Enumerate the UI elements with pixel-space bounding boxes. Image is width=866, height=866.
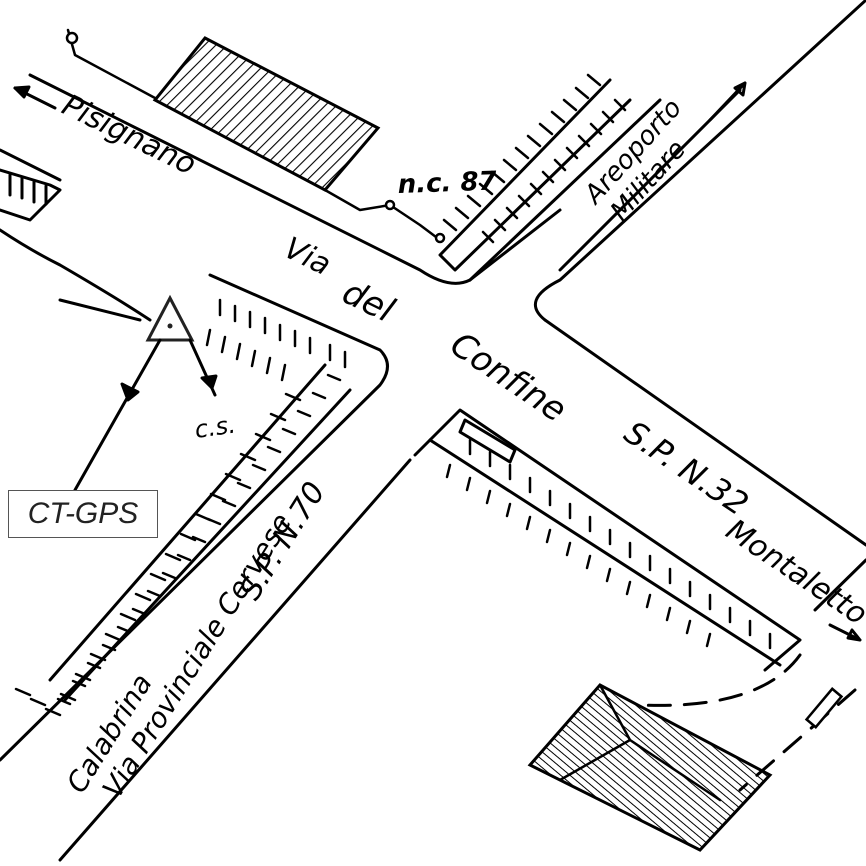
gate-post	[804, 687, 844, 729]
curb-left-stub	[0, 168, 62, 222]
fence-upper	[65, 28, 446, 244]
label-del: del	[336, 272, 401, 331]
label-via: Via	[278, 231, 336, 283]
label-nc87: n.c. 87	[397, 167, 498, 200]
road-via-del-confine	[0, 0, 866, 547]
marker-arrows	[58, 298, 218, 492]
arrow-montaletto	[828, 623, 862, 642]
arrow-pisignano	[13, 85, 57, 110]
road-sp70	[0, 273, 412, 862]
label-cs: c.s.	[193, 411, 237, 444]
curb-ticks-upper	[442, 73, 627, 244]
curb-ticks-sp32	[445, 438, 772, 650]
triangle-survey-point-icon	[145, 294, 195, 342]
arrow-aeroporto	[708, 81, 747, 122]
curb-sp32	[413, 408, 802, 672]
curb-ticks-sp70	[14, 298, 347, 717]
label-sp32: S.P. N.32	[618, 413, 756, 523]
label-confine: Confine	[443, 324, 574, 430]
road-edge-right	[813, 558, 866, 612]
marker-label-ct-gps: CT-GPS	[8, 490, 158, 538]
building-lower	[527, 683, 773, 852]
